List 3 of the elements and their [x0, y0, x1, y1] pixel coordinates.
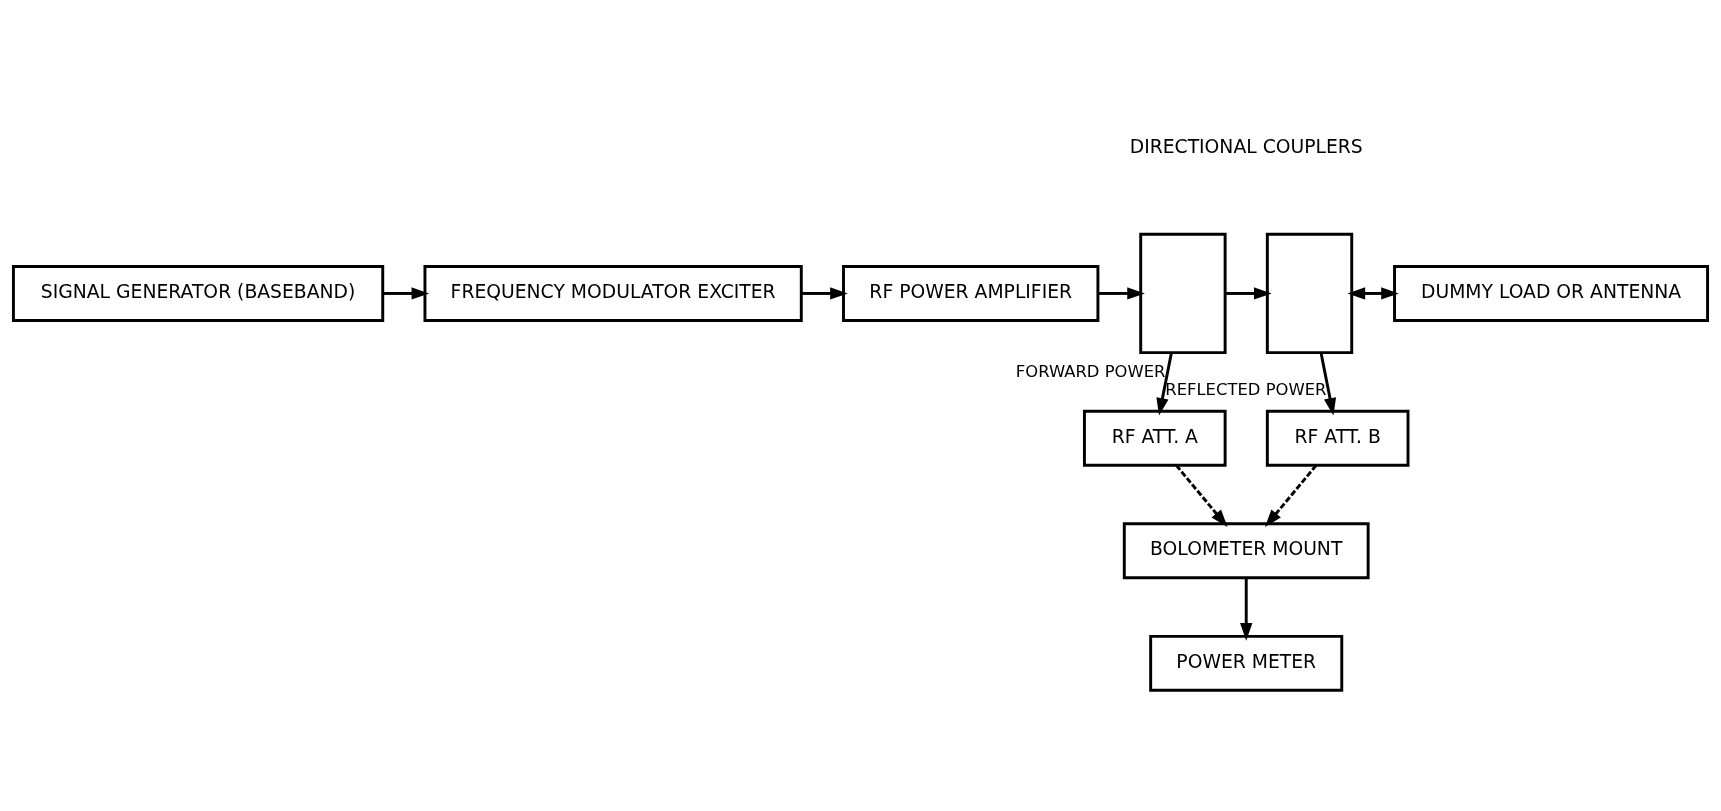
edge-label: REFLECTED POWER [1165, 379, 1327, 399]
edge-label: FORWARD POWER [1015, 361, 1166, 381]
label: DIRECTIONAL COUPLERS [1129, 135, 1363, 157]
